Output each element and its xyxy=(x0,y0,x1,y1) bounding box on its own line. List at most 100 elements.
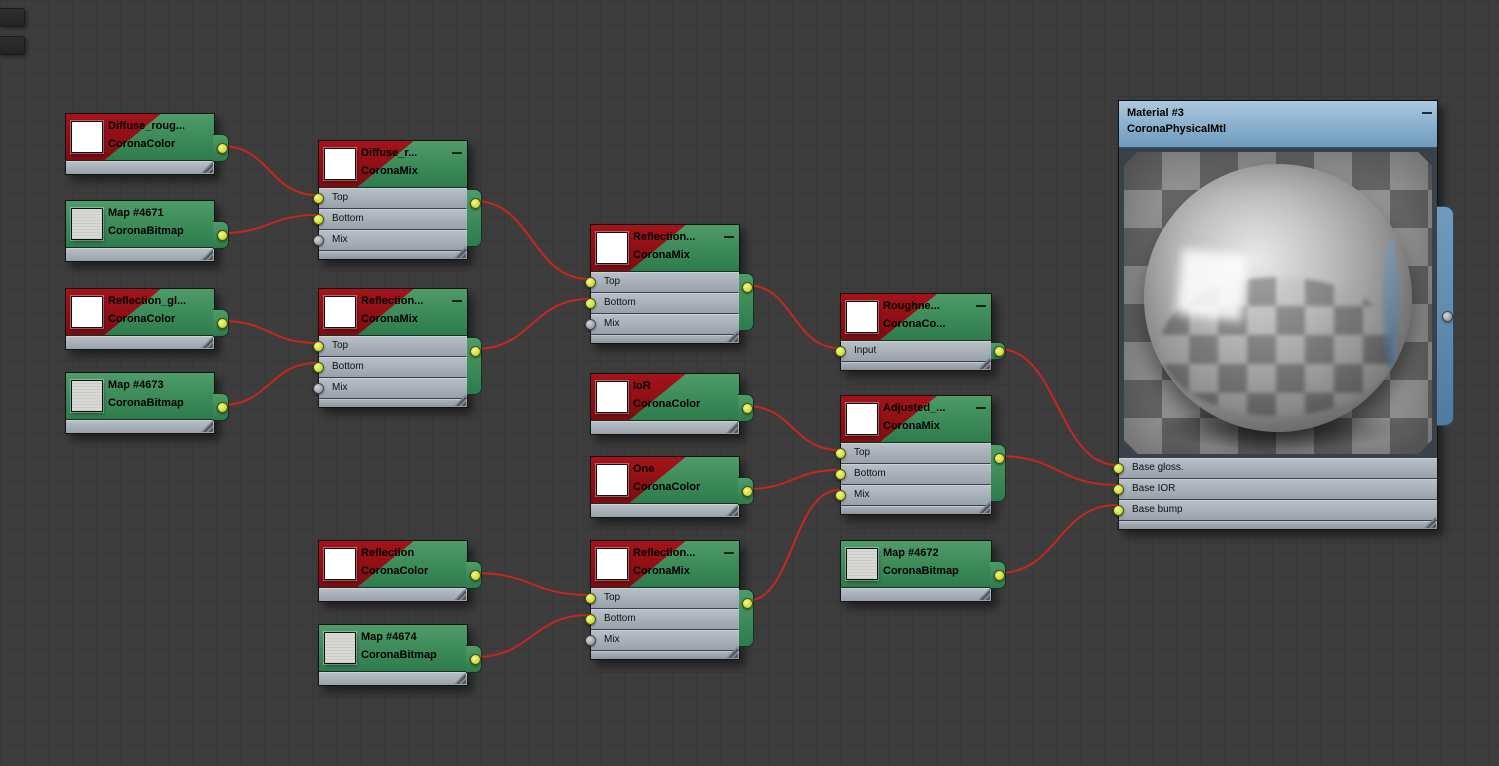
input-slot-base-bump[interactable]: Base bump xyxy=(1113,500,1437,520)
collapse-icon[interactable] xyxy=(724,229,734,238)
wire-one-color-to-adjusted-mix[interactable] xyxy=(746,469,840,490)
input-slot-bottom[interactable]: Bottom xyxy=(313,357,467,377)
input-connector-icon[interactable] xyxy=(585,298,596,309)
input-connector-icon[interactable] xyxy=(1113,505,1124,516)
wire-diffuse-rough-color-to-diffuse-mix[interactable] xyxy=(221,145,318,196)
wire-map-4671-to-diffuse-mix[interactable] xyxy=(221,214,318,234)
node-header[interactable]: Reflection...CoronaMix xyxy=(591,541,739,588)
material-output-connector-icon[interactable] xyxy=(1442,311,1453,322)
color-swatch-icon[interactable] xyxy=(596,232,628,264)
input-connector-icon[interactable] xyxy=(313,214,324,225)
wire-map-4673-to-reflection-mix-1[interactable] xyxy=(221,362,318,406)
node-diffuse-rough-color[interactable]: Diffuse_roug...CoronaColor xyxy=(65,113,229,175)
input-slot-input[interactable]: Input xyxy=(835,341,991,361)
color-swatch-icon[interactable] xyxy=(324,548,356,580)
color-swatch-icon[interactable] xyxy=(71,296,103,328)
input-connector-icon[interactable] xyxy=(1113,463,1124,474)
node-header[interactable]: Adjusted_...CoronaMix xyxy=(841,396,991,443)
input-slot-mix[interactable]: Mix xyxy=(585,630,739,650)
input-slot-mix[interactable]: Mix xyxy=(313,230,467,250)
node-header[interactable]: Diffuse_roug...CoronaColor xyxy=(66,114,214,161)
minimized-node-tab[interactable] xyxy=(0,36,25,55)
output-connector-icon[interactable] xyxy=(217,230,228,241)
input-connector-icon[interactable] xyxy=(835,490,846,501)
bitmap-thumbnail-icon[interactable] xyxy=(846,548,878,580)
input-connector-icon[interactable] xyxy=(835,346,846,357)
collapse-icon[interactable] xyxy=(976,298,986,307)
input-slot-mix[interactable]: Mix xyxy=(835,485,991,505)
collapse-icon[interactable] xyxy=(976,400,986,409)
node-header[interactable]: Diffuse_r...CoronaMix xyxy=(319,141,467,188)
input-connector-icon[interactable] xyxy=(585,614,596,625)
wire-roughness-cc-to-material-3[interactable] xyxy=(998,348,1118,466)
input-slot-bottom[interactable]: Bottom xyxy=(835,464,991,484)
input-slot-base-gloss[interactable]: Base gloss. xyxy=(1113,458,1437,478)
collapse-icon[interactable] xyxy=(1422,105,1432,114)
collapse-icon[interactable] xyxy=(452,145,462,154)
collapse-icon[interactable] xyxy=(724,545,734,554)
wire-reflection-gl-color-to-reflection-mix-1[interactable] xyxy=(221,320,318,344)
bitmap-thumbnail-icon[interactable] xyxy=(71,380,103,412)
color-swatch-icon[interactable] xyxy=(324,148,356,180)
node-roughness-cc[interactable]: Roughne...CoronaCo...Input xyxy=(835,293,1006,371)
output-connector-icon[interactable] xyxy=(470,198,481,209)
input-slot-base-ior[interactable]: Base IOR xyxy=(1113,479,1437,499)
output-connector-icon[interactable] xyxy=(217,402,228,413)
color-swatch-icon[interactable] xyxy=(596,381,628,413)
input-connector-icon[interactable] xyxy=(1113,484,1124,495)
input-connector-icon[interactable] xyxy=(313,383,324,394)
output-connector-icon[interactable] xyxy=(742,282,753,293)
input-connector-icon[interactable] xyxy=(585,277,596,288)
color-swatch-icon[interactable] xyxy=(846,301,878,333)
node-header[interactable]: Reflection...CoronaMix xyxy=(591,225,739,272)
output-connector-icon[interactable] xyxy=(217,318,228,329)
color-swatch-icon[interactable] xyxy=(324,296,356,328)
node-header[interactable]: Roughne...CoronaCo... xyxy=(841,294,991,341)
input-slot-top[interactable]: Top xyxy=(835,443,991,463)
minimized-node-tab[interactable] xyxy=(0,8,25,27)
input-slot-mix[interactable]: Mix xyxy=(585,314,739,334)
input-connector-icon[interactable] xyxy=(585,593,596,604)
bitmap-thumbnail-icon[interactable] xyxy=(324,632,356,664)
color-swatch-icon[interactable] xyxy=(596,548,628,580)
input-slot-bottom[interactable]: Bottom xyxy=(585,293,739,313)
output-connector-icon[interactable] xyxy=(994,346,1005,357)
output-connector-icon[interactable] xyxy=(742,598,753,609)
input-connector-icon[interactable] xyxy=(835,469,846,480)
wire-reflection-mix-2-to-roughness-cc[interactable] xyxy=(746,284,840,349)
input-slot-mix[interactable]: Mix xyxy=(313,378,467,398)
wire-ior-color-to-adjusted-mix[interactable] xyxy=(746,405,840,451)
output-connector-icon[interactable] xyxy=(742,486,753,497)
node-reflection-gl-color[interactable]: Reflection_gl...CoronaColor xyxy=(65,288,229,350)
wire-reflection-mix-3-to-adjusted-mix[interactable] xyxy=(746,489,840,602)
node-header[interactable]: Reflection_gl...CoronaColor xyxy=(66,289,214,336)
node-header[interactable]: Reflection...CoronaMix xyxy=(319,289,467,336)
input-slot-bottom[interactable]: Bottom xyxy=(313,209,467,229)
wire-map-4674-to-reflection-mix-3[interactable] xyxy=(474,614,590,658)
input-slot-top[interactable]: Top xyxy=(313,188,467,208)
input-connector-icon[interactable] xyxy=(585,635,596,646)
bitmap-thumbnail-icon[interactable] xyxy=(71,208,103,240)
output-connector-icon[interactable] xyxy=(470,346,481,357)
input-slot-top[interactable]: Top xyxy=(313,336,467,356)
wire-adjusted-mix-to-material-3[interactable] xyxy=(998,455,1118,486)
wire-diffuse-mix-to-reflection-mix-2[interactable] xyxy=(474,200,590,280)
wire-reflection-mix-1-to-reflection-mix-2[interactable] xyxy=(474,298,590,350)
input-connector-icon[interactable] xyxy=(313,235,324,246)
input-slot-top[interactable]: Top xyxy=(585,272,739,292)
input-connector-icon[interactable] xyxy=(313,362,324,373)
input-slot-top[interactable]: Top xyxy=(585,588,739,608)
